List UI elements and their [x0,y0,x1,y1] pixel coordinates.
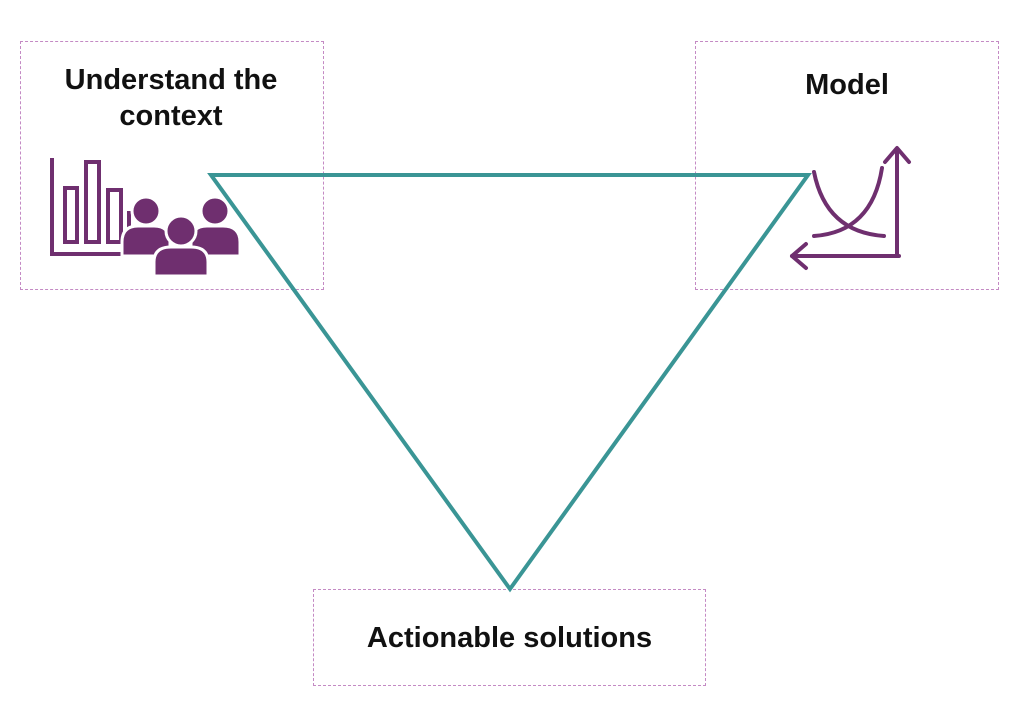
crossing-curves-graph-icon [790,146,911,270]
people-group-icon [120,195,242,278]
understand-context-line-1: Understand the [64,64,278,96]
understand-context-line-2: context [119,100,223,132]
actionable-solutions-label: Actionable solutions [366,622,653,654]
process-triangle [207,173,812,593]
understand-context-box [20,41,324,290]
model-box [695,41,999,290]
understand-context-label: Understand the context [36,62,306,134]
model-label: Model [805,69,889,101]
